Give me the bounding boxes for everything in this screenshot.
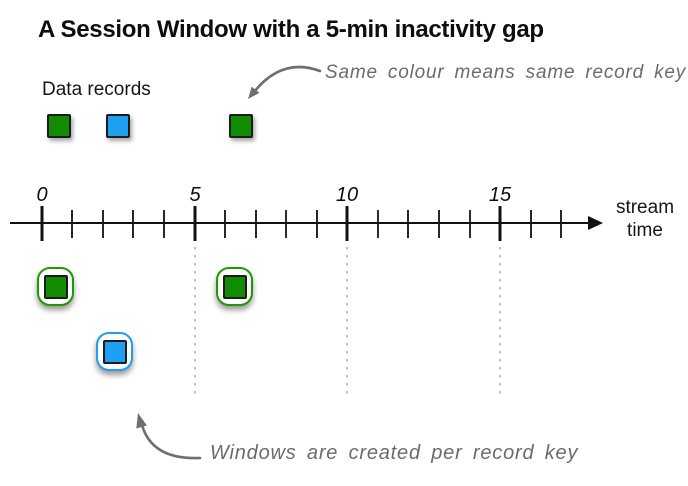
record-square-blue-icon xyxy=(106,114,130,138)
axis-label-line2: time xyxy=(627,220,663,241)
diagram-title: A Session Window with a 5-min inactivity… xyxy=(38,16,544,43)
session-window-green-2 xyxy=(216,267,253,306)
axis-label: stream time xyxy=(602,196,688,242)
tick-label-10: 10 xyxy=(335,184,359,206)
curved-arrow-top-icon xyxy=(248,65,322,99)
tick-label-5: 5 xyxy=(189,184,201,206)
record-square-blue-icon xyxy=(102,339,127,364)
annotation-same-colour: Same colour means same record key xyxy=(325,62,687,83)
record-square-green-icon xyxy=(229,114,253,138)
session-window-blue xyxy=(96,332,133,371)
tick-label-15: 15 xyxy=(488,184,512,206)
session-window-green-1 xyxy=(37,267,74,306)
annotation-windows-created: Windows are created per record key xyxy=(210,442,579,464)
record-square-green-icon xyxy=(43,274,68,299)
tick-label-0: 0 xyxy=(36,184,48,206)
curved-arrow-bottom-icon xyxy=(136,413,202,460)
axis-arrowhead-icon xyxy=(588,216,603,230)
data-records-label: Data records xyxy=(42,79,151,100)
record-square-green-icon xyxy=(47,114,71,138)
axis-label-line1: stream xyxy=(615,197,675,218)
record-square-green-icon xyxy=(222,274,247,299)
